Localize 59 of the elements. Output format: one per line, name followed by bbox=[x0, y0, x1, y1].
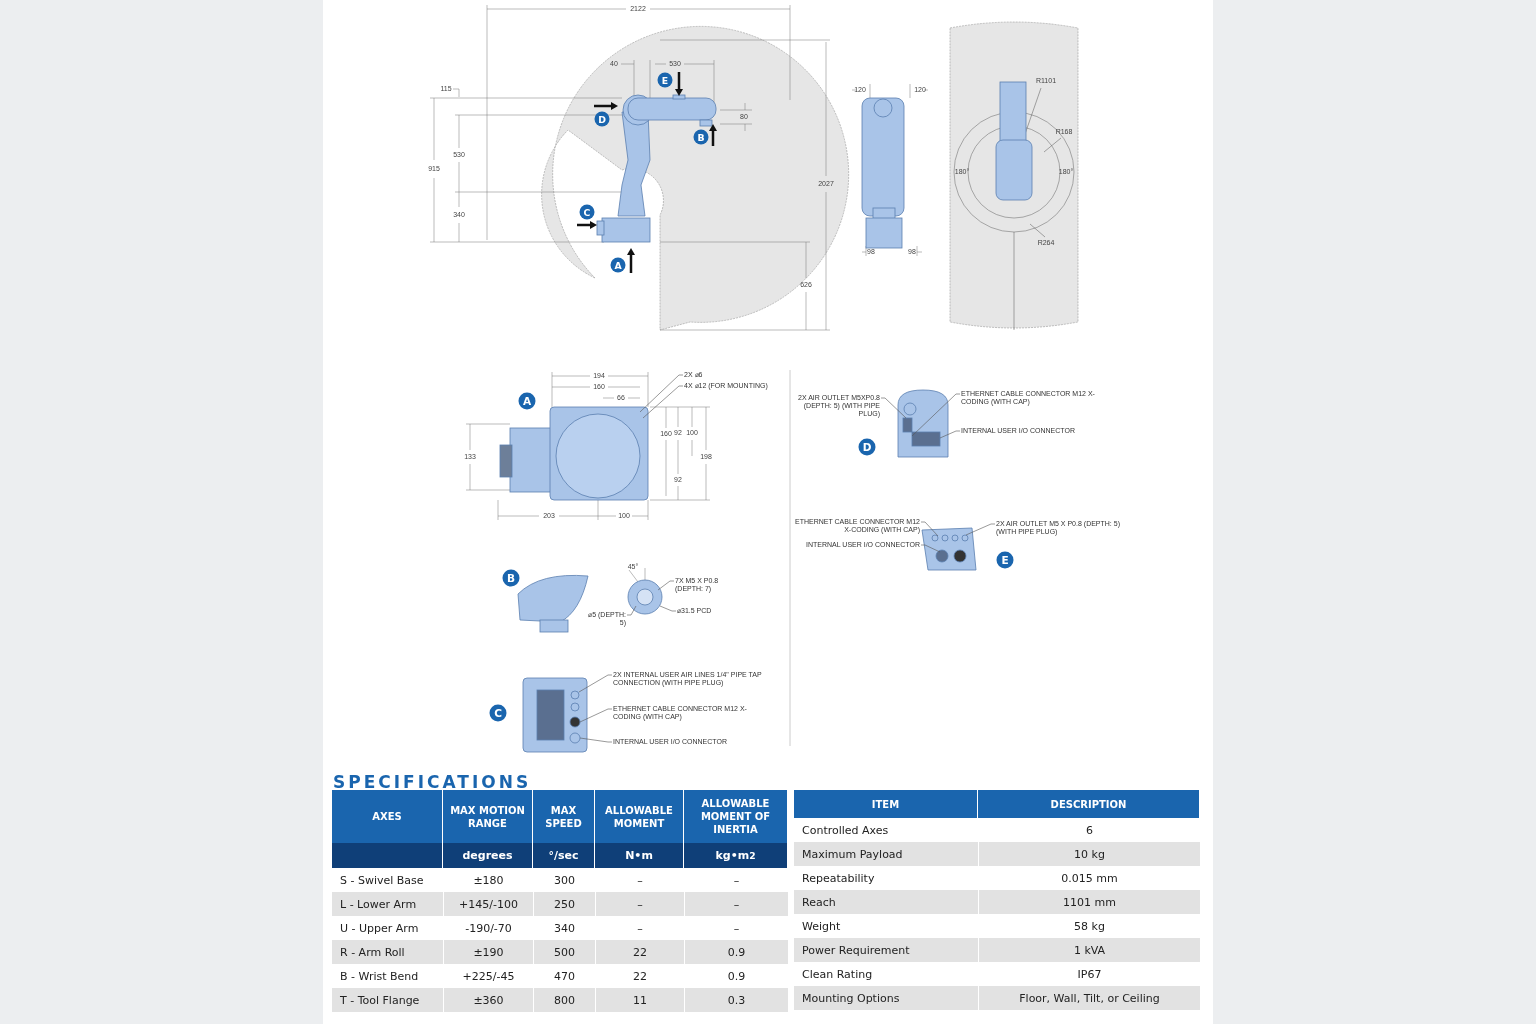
leader-line bbox=[578, 674, 613, 693]
column-header: DESCRIPTION bbox=[978, 790, 1200, 818]
leader-line bbox=[579, 708, 613, 723]
table-cell: L - Lower Arm bbox=[332, 892, 443, 916]
table-cell: Mounting Options bbox=[794, 986, 978, 1010]
table-cell: 1 kVA bbox=[978, 938, 1200, 962]
leader-line bbox=[920, 544, 941, 553]
table-cell: 0.3 bbox=[684, 988, 788, 1012]
connector-panel-drawing bbox=[522, 677, 588, 753]
table-cell: – bbox=[684, 892, 788, 916]
leader-line bbox=[579, 737, 613, 743]
column-header: MAX MOTION RANGE bbox=[443, 790, 533, 843]
leader-line bbox=[939, 430, 961, 439]
table-cell-text: Controlled Axes bbox=[801, 822, 890, 839]
table-cell: ±190 bbox=[443, 940, 533, 964]
table-cell-text: Repeatability bbox=[801, 870, 876, 887]
column-header: ALLOWABLE MOMENT OF INERTIA bbox=[684, 790, 788, 843]
leader-line bbox=[639, 374, 684, 413]
table-cell: Maximum Payload bbox=[794, 842, 978, 866]
table-cell: 1101 mm bbox=[978, 890, 1200, 914]
table-cell-text: U - Upper Arm bbox=[339, 920, 420, 937]
table-cell: ±360 bbox=[443, 988, 533, 1012]
tool-flange-drawing bbox=[627, 579, 663, 615]
unit-header: °/sec bbox=[533, 843, 595, 868]
table-cell: 250 bbox=[533, 892, 595, 916]
table-cell: +145/-100 bbox=[443, 892, 533, 916]
leader-line bbox=[642, 385, 684, 419]
table-cell: 500 bbox=[533, 940, 595, 964]
leader-line bbox=[880, 397, 907, 419]
table-cell: Floor, Wall, Tilt, or Ceiling bbox=[978, 986, 1200, 1010]
base-plate-drawing bbox=[499, 406, 649, 501]
table-cell: 0.9 bbox=[684, 940, 788, 964]
leader-line bbox=[920, 521, 939, 537]
column-header: ITEM bbox=[794, 790, 978, 818]
column-header: MAX SPEED bbox=[533, 790, 595, 843]
leader-line bbox=[626, 605, 637, 616]
table-cell: 22 bbox=[595, 940, 684, 964]
leader-line bbox=[657, 580, 675, 591]
table-cell: T - Tool Flange bbox=[332, 988, 443, 1012]
unit-header: N•m bbox=[595, 843, 684, 868]
section-heading: SPECIFICATIONS bbox=[333, 772, 532, 792]
table-cell: Power Requirement bbox=[794, 938, 978, 962]
leader-line bbox=[659, 605, 677, 612]
table-cell-text: B - Wrist Bend bbox=[339, 968, 420, 985]
connector-panel-drawing bbox=[897, 389, 949, 458]
table-cell: – bbox=[595, 892, 684, 916]
table-cell: 800 bbox=[533, 988, 595, 1012]
table-cell: 10 kg bbox=[978, 842, 1200, 866]
table-cell-text: Weight bbox=[801, 918, 842, 935]
table-cell-text: S - Swivel Base bbox=[339, 872, 425, 889]
unit-header: degrees bbox=[443, 843, 533, 868]
table-cell: R - Arm Roll bbox=[332, 940, 443, 964]
column-header: ALLOWABLE MOMENT bbox=[595, 790, 684, 843]
table-cell: Reach bbox=[794, 890, 978, 914]
table-cell: 11 bbox=[595, 988, 684, 1012]
leader-line bbox=[965, 523, 996, 536]
table-cell-text: Clean Rating bbox=[801, 966, 874, 983]
column-header: AXES bbox=[332, 790, 443, 843]
leader-line bbox=[911, 393, 961, 437]
